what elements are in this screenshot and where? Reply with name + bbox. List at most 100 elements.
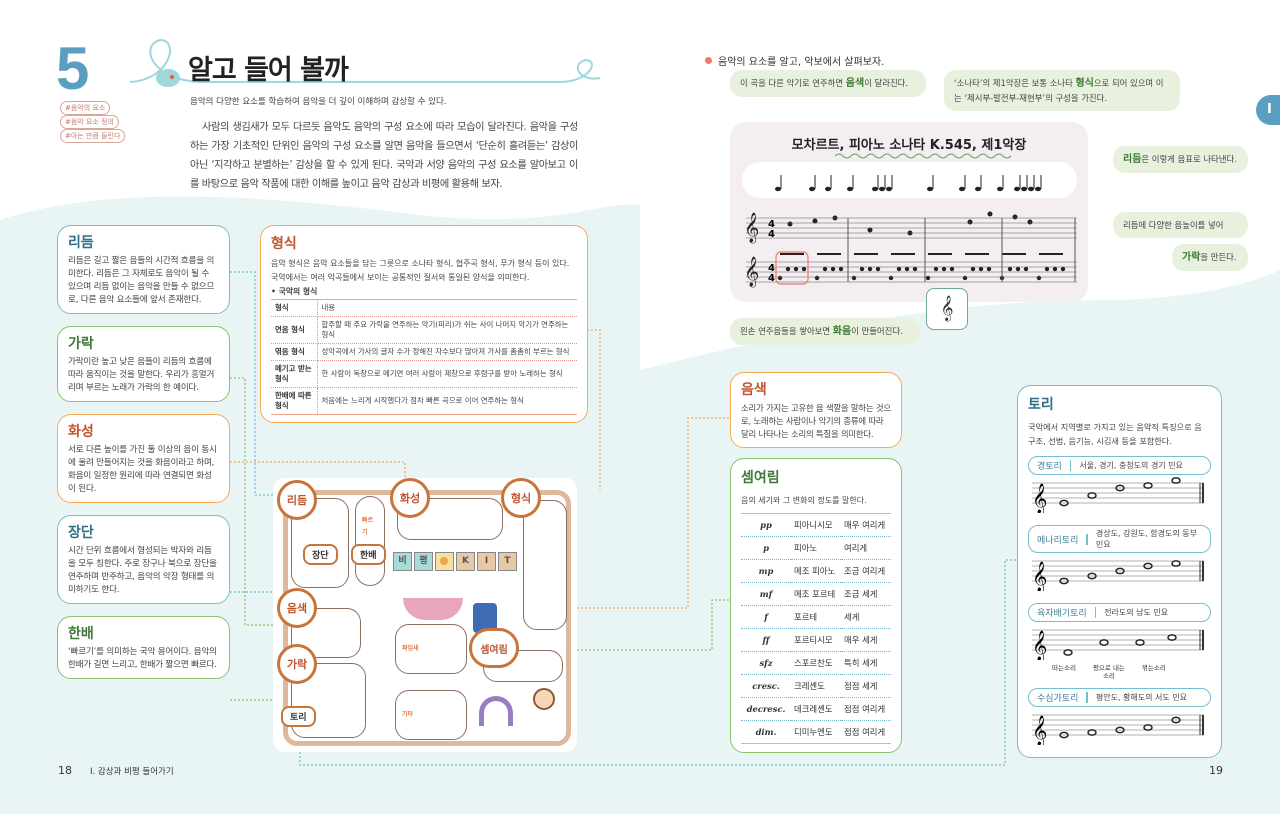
- dynamic-symbol: ff: [741, 628, 791, 652]
- cell-content: 처음에는 느리게 시작했다가 점차 빠른 곡으로 이어 연주하는 형식: [317, 387, 577, 415]
- banner-letter: K: [456, 552, 475, 571]
- dynamic-name: 크레셴도: [791, 674, 841, 698]
- box-text: 서로 다른 높이를 가진 둘 이상의 음이 동시에 울려 만들어지는 것을 화음…: [68, 445, 217, 494]
- box-text: 가락이란 높고 낮은 음들이 리듬의 흐름에 따라 움직이는 것을 말한다. 우…: [68, 357, 215, 393]
- chapter-number: 5: [56, 35, 90, 102]
- kit-label-dynamics: 셈여림: [469, 628, 519, 668]
- svg-text:4: 4: [768, 219, 775, 230]
- score-title: 모차르트, 피아노 소나타 K.545, 제1악장: [791, 138, 1027, 153]
- form-box: 형식 음악 형식은 음악 요소들을 담는 그릇으로 소나타 형식, 협주곡 형식…: [260, 225, 588, 423]
- svg-text:𝄞: 𝄞: [1032, 561, 1047, 591]
- kit-label-melody: 가락: [277, 644, 317, 684]
- kit-panel-title: 짜임새: [402, 645, 419, 652]
- tori-name: 육자배기토리: [1037, 609, 1087, 619]
- svg-text:4: 4: [768, 273, 775, 284]
- page-number-right: 19: [1209, 764, 1223, 777]
- box-text: 음의 세기와 그 변화의 정도를 말한다.: [741, 496, 867, 505]
- callout-melody: 리듬에 다양한 음높이를 넣어: [1113, 212, 1248, 238]
- box-title: 장단: [68, 525, 94, 541]
- dynamic-name: 데크레셴도: [791, 697, 841, 721]
- callout-rhythm: 리듬은 이렇게 음표로 나타낸다.: [1113, 146, 1248, 173]
- score-notation: 𝄞𝄞 44 44: [744, 153, 1077, 288]
- kit-panel-harmony: [397, 498, 503, 540]
- callout-harmony: 왼손 연주음들을 쌓아보면 화음이 만들어진다.: [730, 318, 920, 345]
- learning-objective: 음악의 다양한 요소를 학습하여 음악을 더 깊이 이해하며 감상할 수 있다.: [190, 97, 447, 107]
- tori-annotation: 평으로 내는 소리: [1092, 664, 1125, 680]
- dynamic-name: 메조 피아노: [791, 559, 841, 583]
- dynamic-meaning: 점점 세게: [841, 674, 891, 698]
- tori-region: 서울, 경기, 충청도의 경기 민요: [1079, 461, 1183, 470]
- box-title: 형식: [271, 236, 297, 252]
- kit-panel-texture: 짜임새: [395, 624, 467, 674]
- tori-name: 수심가토리: [1037, 694, 1079, 704]
- dynamic-symbol: decresc.: [741, 697, 791, 721]
- box-title: 음색: [741, 382, 767, 398]
- cell-content: 성악곡에서 가사의 글자 수가 정해진 자수보다 많아져 가사를 촘촘히 부르는…: [317, 343, 577, 361]
- tori-region: 경상도, 강원도, 함경도의 동부 민요: [1095, 529, 1197, 549]
- dynamic-meaning: 조금 세게: [841, 582, 891, 606]
- hashtag: #아는 만큼 들린다: [60, 129, 126, 143]
- tori-region: 평안도, 황해도의 서도 민요: [1095, 693, 1188, 702]
- chapter-side-tab[interactable]: Ⅰ: [1256, 95, 1280, 125]
- tori-item: 수심가토리 평안도, 황해도의 서도 민요 𝄞: [1028, 688, 1211, 749]
- tori-name: 메나리토리: [1037, 535, 1079, 546]
- kit-label-form: 형식: [501, 478, 541, 518]
- callout-form: ‘소나타’의 제1악장은 보통 소나타 형식으로 되어 있으며 이는 ‘제시부-…: [944, 70, 1180, 111]
- hashtag: #음악의 요소: [60, 101, 111, 115]
- page-title: 알고 들어 볼까: [188, 55, 349, 86]
- box-title: 셈여림: [741, 470, 780, 486]
- dynamic-name: 포르티시모: [791, 628, 841, 652]
- svg-text:𝄞: 𝄞: [744, 256, 759, 288]
- bird-icon: [435, 552, 454, 571]
- tori-annotation: 꺾는소리: [1141, 664, 1166, 672]
- headphones-icon: [479, 696, 513, 726]
- box-title: 가락: [68, 336, 94, 352]
- cell-form: 메기고 받는 형식: [271, 360, 318, 388]
- page-number-left: 18: [58, 764, 72, 777]
- dynamic-meaning: 매우 세게: [841, 628, 891, 652]
- tori-annotation: 떠는소리: [1052, 664, 1076, 672]
- dynamic-meaning: 점점 여리게: [841, 720, 891, 744]
- dynamic-symbol: pp: [741, 512, 791, 537]
- dynamic-symbol: mp: [741, 559, 791, 583]
- tori-staff: 𝄞: [1032, 714, 1204, 747]
- cell-content: 합주할 때 주요 가락을 연주하는 악기(피리)가 쉬는 사이 나머지 악기가 …: [317, 316, 577, 344]
- dynamic-symbol: cresc.: [741, 674, 791, 698]
- cell-content: 한 사람이 독창으로 메기면 여러 사람이 제창으로 후렴구를 받아 노래하는 …: [317, 360, 577, 388]
- box-title: 토리: [1028, 397, 1054, 413]
- lead-label: 음악의 요소를 알고, 악보에서 살펴보자.: [718, 57, 885, 68]
- dynamic-name: 포르테: [791, 605, 841, 629]
- hanbae-box: 한배‘빠르기’를 의미하는 국악 용어이다. 음악의 한배가 길면 느리고, 한…: [57, 616, 230, 679]
- dynamic-name: 메조 포르테: [791, 582, 841, 606]
- dynamic-name: 디미누엔도: [791, 720, 841, 744]
- dynamic-name: 피아니시모: [791, 512, 841, 537]
- dynamic-meaning: 점점 여리게: [841, 697, 891, 721]
- kit-label-jangdan: 장단: [303, 544, 338, 565]
- dynamic-meaning: 특히 세게: [841, 651, 891, 675]
- tori-item: 메나리토리 경상도, 강원도, 함경도의 동부 민요 𝄞: [1028, 525, 1211, 595]
- callout-timbre: 이 곡을 다른 악기로 연주하면 음색이 달라진다.: [730, 70, 926, 97]
- child-figure: [533, 688, 555, 710]
- cell-form: 형식: [271, 299, 318, 317]
